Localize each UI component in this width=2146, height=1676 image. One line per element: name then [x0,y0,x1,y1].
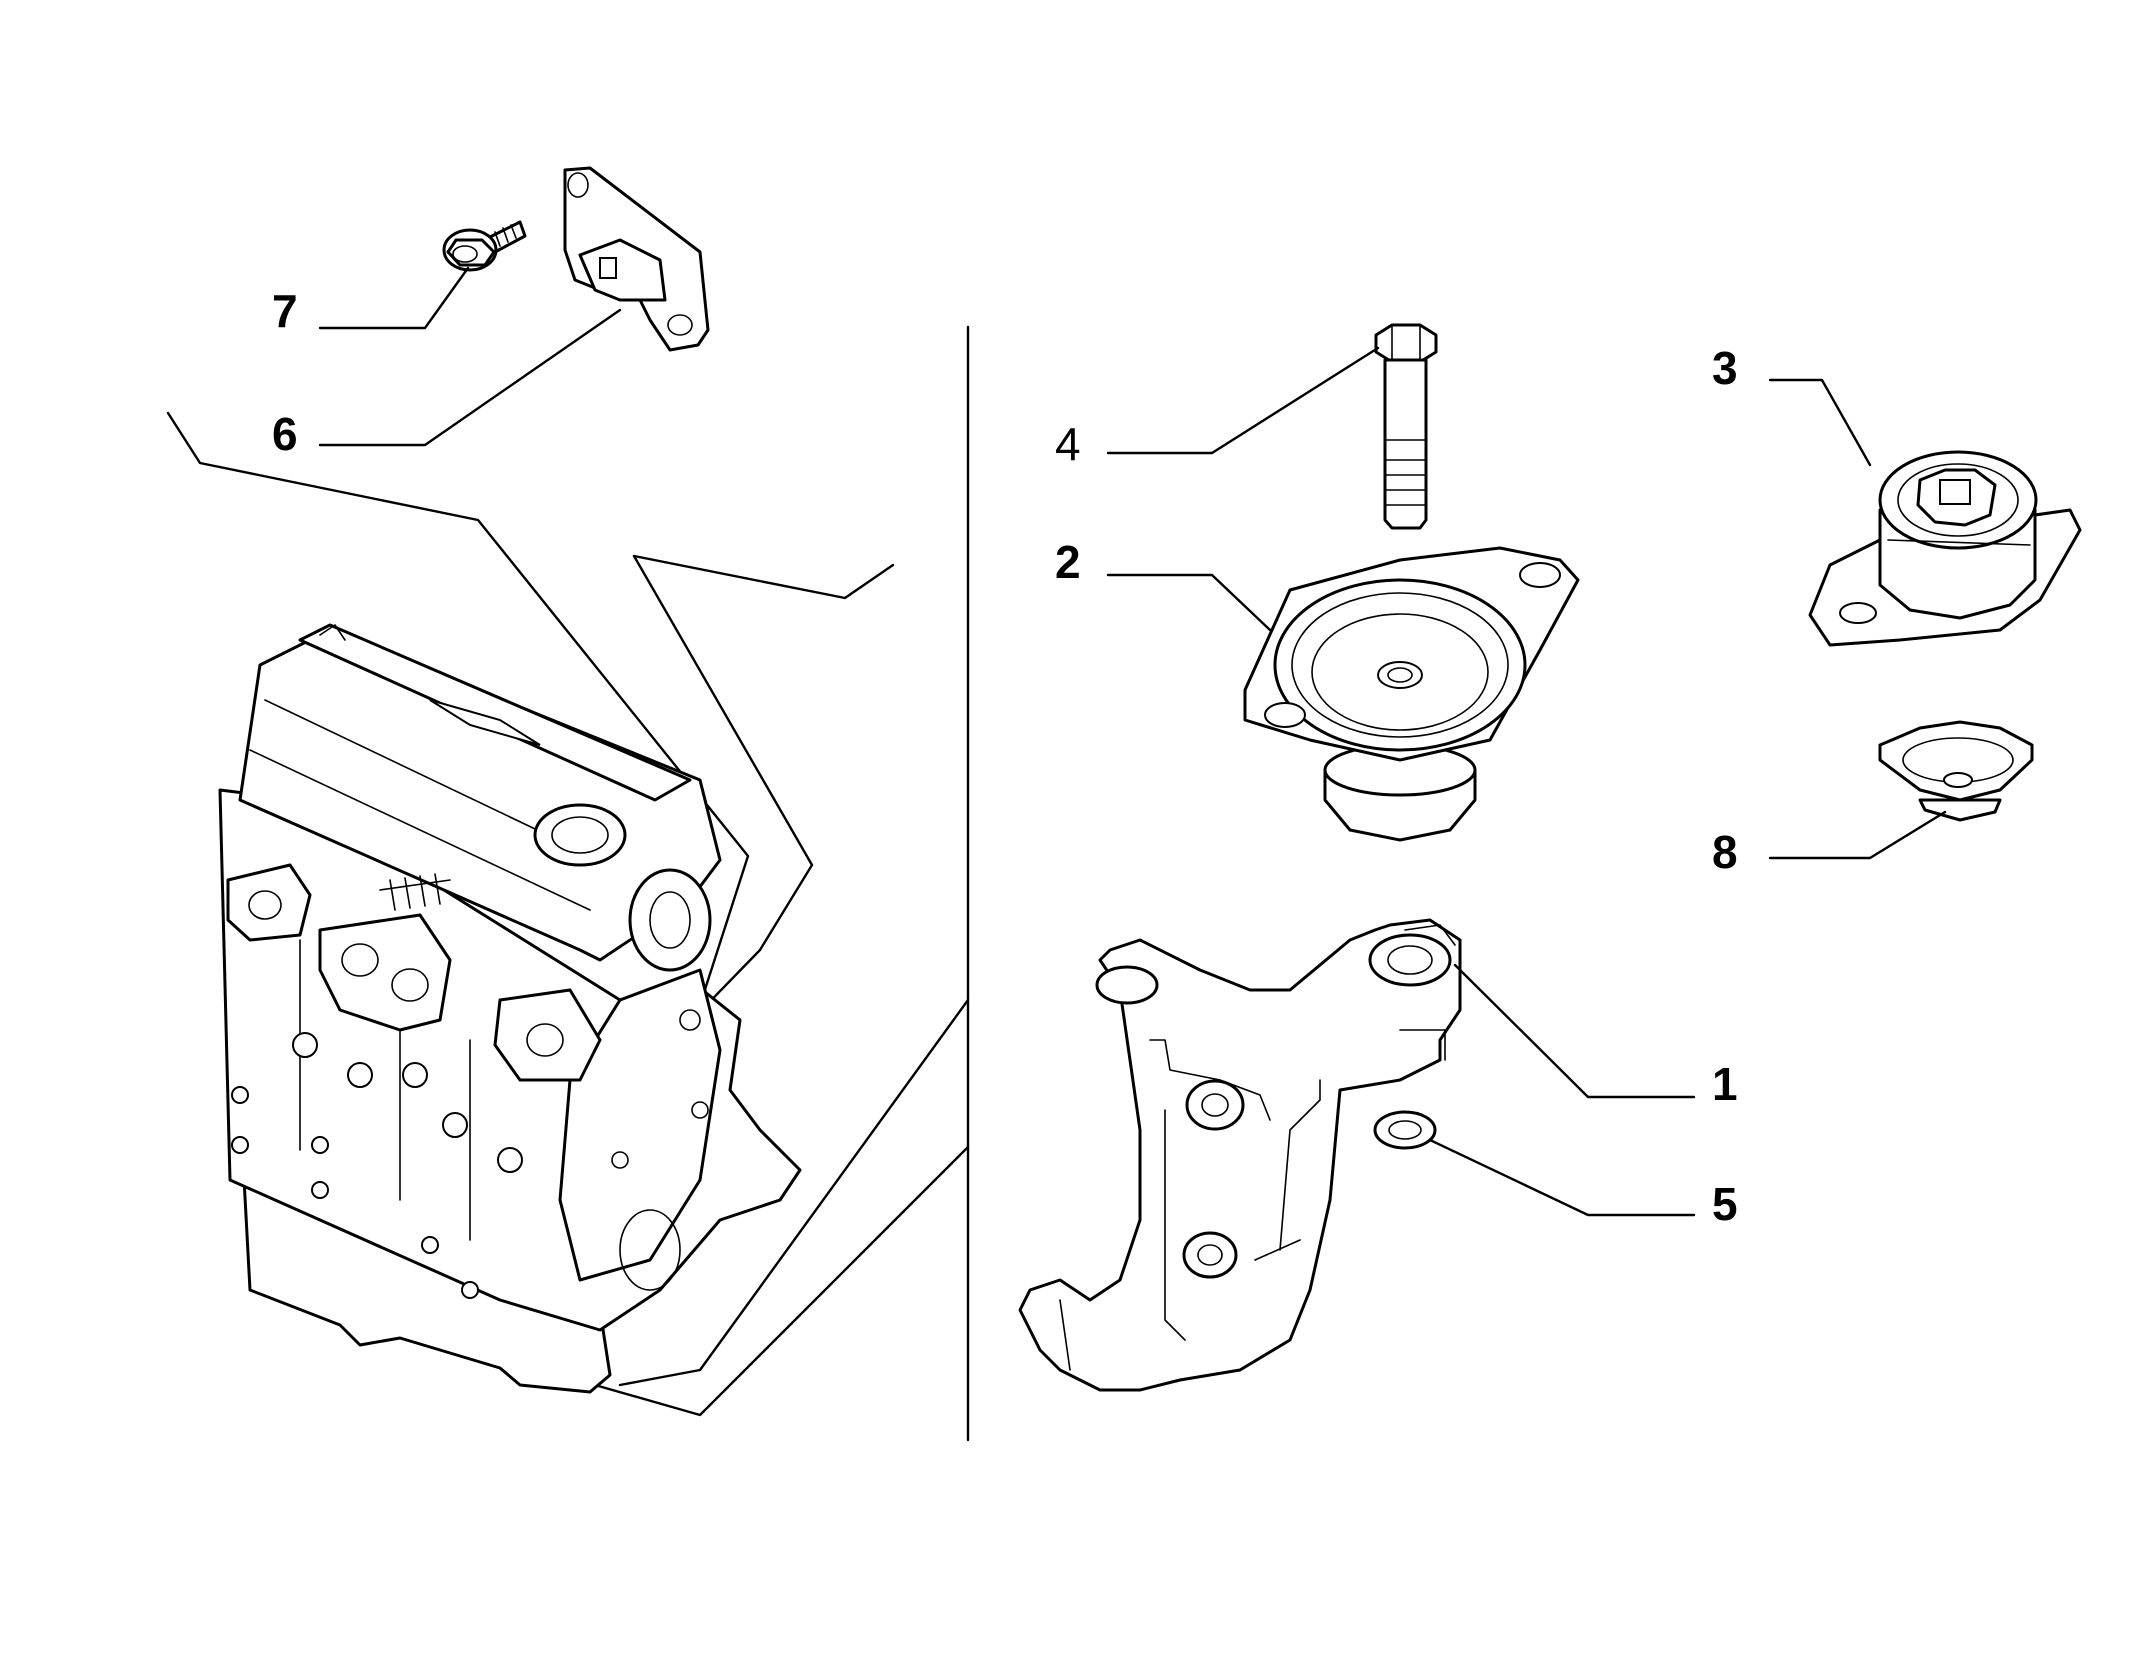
callout-1: 1 [1712,1058,1738,1110]
flange-screw-icon [442,220,527,272]
mount-bracket-icon [1018,918,1462,1392]
callout-6: 6 [272,408,298,460]
callout-4: 4 [1055,418,1081,470]
leader-lines [318,266,1947,1217]
callout-2: 2 [1055,536,1081,588]
callout-5: 5 [1712,1178,1738,1230]
gearbox-mount-icon [1808,450,2082,647]
engine-mount-rubber-icon [1243,546,1580,842]
callout-7: 7 [272,285,298,337]
rubber-pad-icon [1878,720,2034,822]
washer-icon [1373,1110,1437,1150]
bracket-plate-icon [563,166,710,352]
callout-labels: 7 6 4 2 3 8 1 5 [272,285,1738,1230]
hex-bolt-icon [1374,323,1438,530]
engine-block-illustration [218,623,802,1394]
callout-3: 3 [1712,342,1738,394]
callout-8: 8 [1712,826,1738,878]
